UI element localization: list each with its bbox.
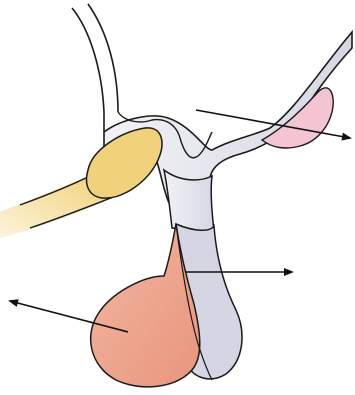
ventricle-wall-left — [72, 8, 104, 132]
pituitary-stalk — [164, 170, 214, 232]
mammillary-body — [262, 88, 333, 148]
optic-chiasm — [87, 128, 162, 198]
